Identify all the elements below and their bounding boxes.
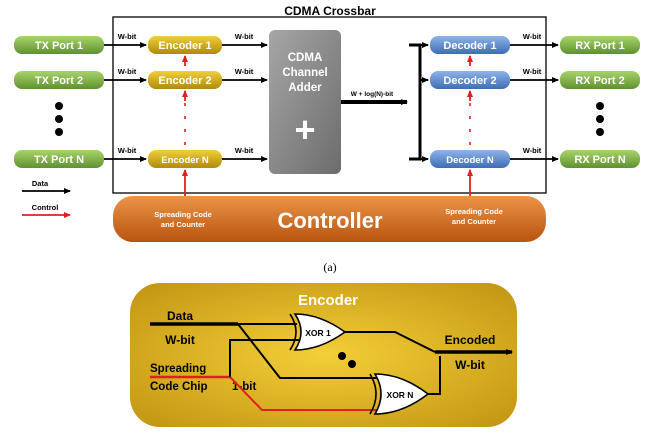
bus-width-label: W + log(N)-bit xyxy=(351,91,394,98)
encoder-2: Encoder 2 xyxy=(148,71,222,89)
xorn-output xyxy=(428,356,441,395)
rx-port-2: RX Port 2 xyxy=(560,71,640,89)
controller-right-note-1: Spreading Code xyxy=(445,207,503,216)
data-to-xorn xyxy=(237,323,378,379)
encoder-1: Encoder 1 xyxy=(148,36,222,54)
adder-line-3: Adder xyxy=(288,82,322,94)
decoder-n: Decoder N xyxy=(430,150,510,168)
legend-data-label: Data xyxy=(32,179,49,188)
decn-wbit: W-bit xyxy=(523,146,542,155)
decoder-2: Decoder 2 xyxy=(430,71,510,89)
tx-port-2-label: TX Port 2 xyxy=(35,75,83,87)
tx1-wbit: W-bit xyxy=(118,32,137,41)
subfigure-caption: (a) xyxy=(323,260,336,274)
enc2-wbit: W-bit xyxy=(235,67,254,76)
adder-line-1: CDMA xyxy=(288,52,323,64)
rx-port-n: RX Port N xyxy=(560,150,640,168)
adder-plus-icon: + xyxy=(294,109,315,150)
encoder-n: Encoder N xyxy=(148,150,222,168)
code-to-xorn xyxy=(229,376,380,411)
rx-port-1: RX Port 1 xyxy=(560,36,640,54)
tx-port-2: TX Port 2 xyxy=(14,71,104,89)
txn-wbit: W-bit xyxy=(118,146,137,155)
tx-port-1-label: TX Port 1 xyxy=(35,40,83,52)
encoder-1-label: Encoder 1 xyxy=(158,40,211,52)
xorn-gate: XOR N xyxy=(369,373,430,415)
encoded-label: Encoded xyxy=(445,333,496,347)
bus-split xyxy=(409,43,422,161)
xorn-label: XOR N xyxy=(387,390,414,400)
tx-ellipsis xyxy=(55,102,63,136)
controller-left-note-1: Spreading Code xyxy=(154,210,212,219)
rx-ellipsis xyxy=(596,102,604,136)
encn-wbit: W-bit xyxy=(235,146,254,155)
controller-left-note-2: and Counter xyxy=(161,220,205,229)
xor1-label: XOR 1 xyxy=(305,328,331,338)
decoder-1: Decoder 1 xyxy=(430,36,510,54)
controller-right-note-2: and Counter xyxy=(452,217,496,226)
decoder-n-label: Decoder N xyxy=(446,155,494,166)
decoder-1-label: Decoder 1 xyxy=(443,40,496,52)
gate-dot-1 xyxy=(338,352,346,360)
gate-dot-2 xyxy=(348,360,356,368)
data-input-width: W-bit xyxy=(165,333,195,347)
code-label-1: Spreading xyxy=(150,363,206,375)
xor1-gate: XOR 1 xyxy=(289,313,347,351)
xor1-output xyxy=(345,331,436,353)
encoded-width: W-bit xyxy=(455,358,485,372)
rx-port-2-label: RX Port 2 xyxy=(575,75,625,87)
dec2-wbit: W-bit xyxy=(523,67,542,76)
encoder-2-label: Encoder 2 xyxy=(158,75,211,87)
data-input-label: Data xyxy=(167,309,193,323)
crossbar-box xyxy=(112,16,547,194)
controller-bar xyxy=(113,196,546,242)
tx-port-n: TX Port N xyxy=(14,150,104,168)
controller-label: Controller xyxy=(277,208,383,233)
enc1-wbit: W-bit xyxy=(235,32,254,41)
code-to-xor1 xyxy=(229,339,299,377)
legend-control-label: Control xyxy=(32,203,59,212)
encoder-detail-title: Encoder xyxy=(298,292,358,309)
tx-port-n-label: TX Port N xyxy=(34,154,84,166)
crossbar-title: CDMA Crossbar xyxy=(284,4,376,18)
tx2-wbit: W-bit xyxy=(118,67,137,76)
channel-adder: CDMA Channel Adder + xyxy=(269,30,341,174)
encoder-n-label: Encoder N xyxy=(161,155,209,166)
rx-port-n-label: RX Port N xyxy=(574,154,625,166)
code-label-2: Code Chip xyxy=(150,381,208,393)
decoder-2-label: Decoder 2 xyxy=(443,75,496,87)
tx-port-1: TX Port 1 xyxy=(14,36,104,54)
adder-line-2: Channel xyxy=(282,67,327,79)
encoder-detail: Encoder Data W-bit Spreading Code Chip 1… xyxy=(130,283,517,427)
dec1-wbit: W-bit xyxy=(523,32,542,41)
rx-port-1-label: RX Port 1 xyxy=(575,40,625,52)
